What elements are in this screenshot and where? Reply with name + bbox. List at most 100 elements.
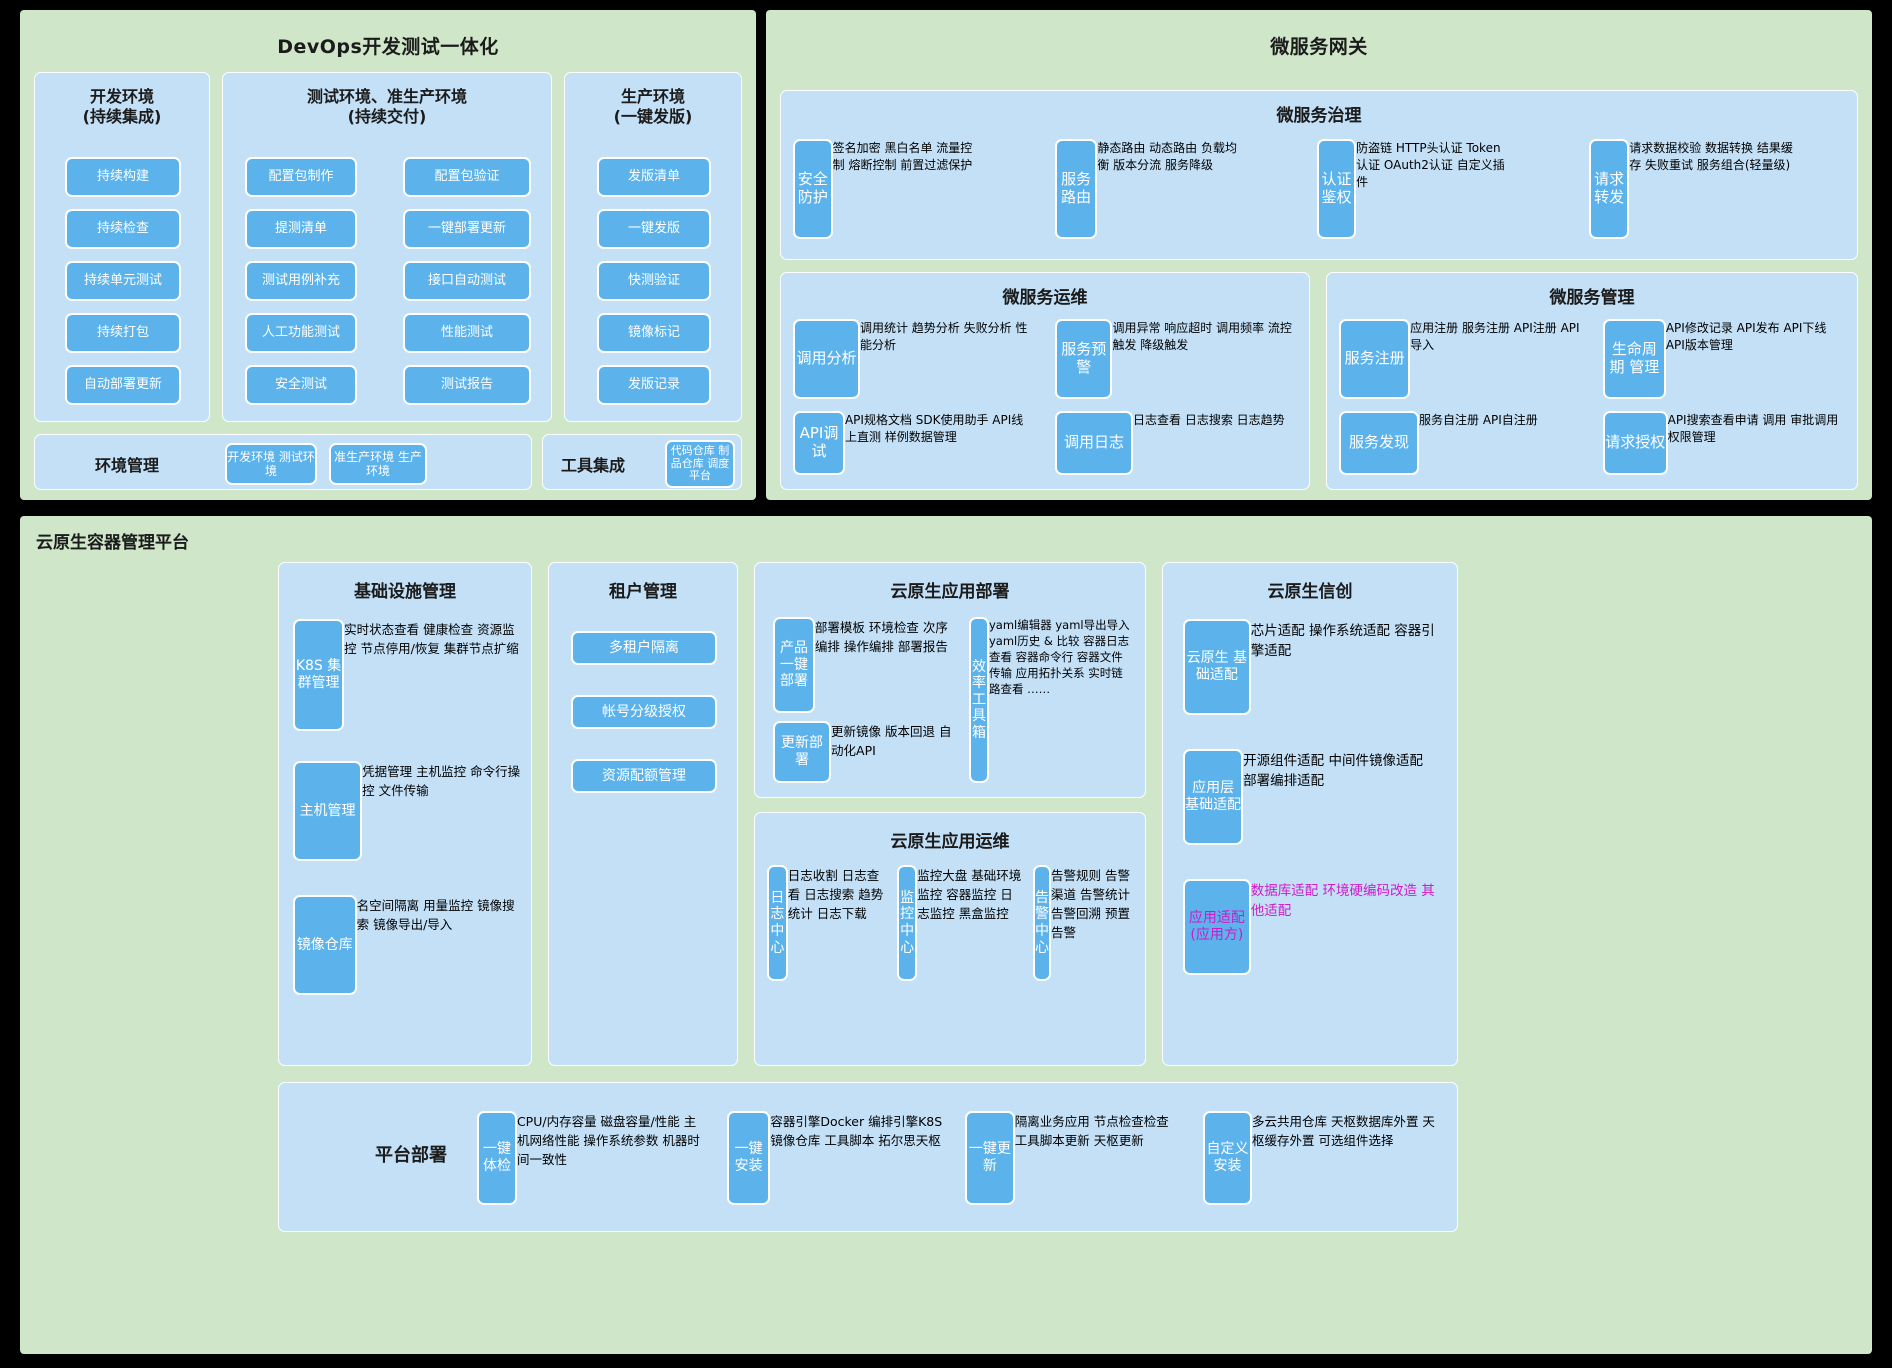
ops-pair-log-center: 日志 中心 日志收割 日志查看 日志搜索 趋势统计 日志下载 <box>767 865 889 981</box>
tenant-title: 租户管理 <box>609 582 677 602</box>
xinchuang-pair-app-layer: 应用层 基础适配 开源组件适配 中间件镜像适配 部署编排适配 <box>1183 749 1439 845</box>
chip-app-layer-base-adaptation[interactable]: 应用层 基础适配 <box>1183 749 1244 845</box>
chip-image-tag[interactable]: 镜像标记 <box>597 313 711 353</box>
chip-k8s-cluster-management[interactable]: K8S 集群管理 <box>293 619 345 731</box>
chip-host-management[interactable]: 主机管理 <box>293 761 363 861</box>
platform-pair-one-click-update: 一键更新 隔离业务应用 节点检查检查 工具脚本更新 天枢更新 <box>965 1111 1183 1205</box>
detail-custom-install: 多云共用仓库 天枢数据库外置 天枢缓存外置 可选组件选择 <box>1251 1114 1435 1148</box>
chip-image-registry[interactable]: 镜像仓库 <box>293 895 357 995</box>
environment-management-box: 环境管理 开发环境 测试环境 准生产环境 生产环境 <box>34 434 532 490</box>
detail-app-adaptation: 数据库适配 环境硬编码改造 其他适配 <box>1250 883 1435 919</box>
chip-log-center[interactable]: 日志 中心 <box>767 865 788 981</box>
platform-pair-one-click-check: 一键体检 CPU/内存容量 磁盘容量/性能 主机网络性能 操作系统参数 机器时间… <box>477 1111 707 1205</box>
chip-dev-test-env[interactable]: 开发环境 测试环境 <box>225 443 317 485</box>
chip-code-artifact-repo[interactable]: 代码仓库 制品仓库 调度平台 <box>665 440 735 488</box>
chip-config-package-build[interactable]: 配置包制作 <box>245 157 357 197</box>
detail-service-register: 应用注册 服务注册 API注册 API导入 <box>1410 321 1580 352</box>
chip-continuous-unit-test[interactable]: 持续单元测试 <box>65 261 181 301</box>
chip-custom-install[interactable]: 自定义 安装 <box>1203 1111 1252 1205</box>
chip-one-click-release[interactable]: 一键发版 <box>597 209 711 249</box>
detail-authentication: 防盗链 HTTP头认证 Token认证 OAuth2认证 自定义插件 <box>1356 141 1505 189</box>
detail-efficiency-toolbox: yaml编辑器 yaml导出导入 yaml历史 & 比较 容器日志查看 容器命令… <box>988 618 1130 696</box>
chip-one-click-check[interactable]: 一键体检 <box>477 1111 517 1205</box>
chip-security-test[interactable]: 安全测试 <box>245 365 357 405</box>
chip-service-alert[interactable]: 服务预警 <box>1055 319 1113 399</box>
manage-pair-service-discovery: 服务发现 服务自注册 API自注册 <box>1339 411 1581 475</box>
devops-panel-title: DevOps开发测试一体化 <box>277 36 499 58</box>
chip-manual-function-test[interactable]: 人工功能测试 <box>245 313 357 353</box>
chip-call-analysis[interactable]: 调用分析 <box>793 319 860 399</box>
chip-lifecycle-management[interactable]: 生命周期 管理 <box>1603 319 1666 399</box>
xinchuang-pair-base: 云原生 基础适配 芯片适配 操作系统适配 容器引擎适配 <box>1183 619 1439 715</box>
chip-config-package-verify[interactable]: 配置包验证 <box>403 157 531 197</box>
chip-test-report[interactable]: 测试报告 <box>403 365 531 405</box>
governance-title: 微服务治理 <box>1276 106 1362 126</box>
chip-test-case-supplement[interactable]: 测试用例补充 <box>245 261 357 301</box>
chip-call-log[interactable]: 调用日志 <box>1055 411 1133 475</box>
microservice-gateway-panel: 微服务网关 微服务治理 安全防护 签名加密 黑白名单 流量控制 熔断控制 前置过… <box>766 10 1872 500</box>
app-deploy-title: 云原生应用部署 <box>890 582 1010 602</box>
chip-authentication[interactable]: 认证鉴权 <box>1317 139 1357 239</box>
chip-monitor-center[interactable]: 监控 中心 <box>897 865 918 981</box>
xinchuang-pair-app-adaptation: 应用适配 (应用方) 数据库适配 环境硬编码改造 其他适配 <box>1183 879 1439 975</box>
chip-request-forward[interactable]: 请求转发 <box>1589 139 1630 239</box>
tool-integration-label: 工具集成 <box>561 456 626 475</box>
microservice-ops-box: 微服务运维 调用分析 调用统计 趋势分析 失败分析 性能分析 服务预警 调用异常… <box>780 272 1310 490</box>
chip-api-debug[interactable]: API调试 <box>793 411 845 475</box>
manage-title: 微服务管理 <box>1549 288 1635 308</box>
dev-environment-column: 开发环境 (持续集成) 持续构建 持续检查 持续单元测试 持续打包 自动部署更新 <box>34 72 210 422</box>
chip-efficiency-toolbox[interactable]: 效率 工具箱 <box>969 617 989 783</box>
chip-resource-quota-management[interactable]: 资源配额管理 <box>571 759 717 793</box>
chip-release-list[interactable]: 发版清单 <box>597 157 711 197</box>
chip-service-routing[interactable]: 服务路由 <box>1055 139 1098 239</box>
detail-cloud-native-base-adaptation: 芯片适配 操作系统适配 容器引擎适配 <box>1250 623 1435 659</box>
chip-account-tiered-authorization[interactable]: 帐号分级授权 <box>571 695 717 729</box>
chip-service-register[interactable]: 服务注册 <box>1339 319 1411 399</box>
infra-pair-k8s: K8S 集群管理 实时状态查看 健康检查 资源监控 节点停用/恢复 集群节点扩缩 <box>293 619 521 731</box>
chip-continuous-package[interactable]: 持续打包 <box>65 313 181 353</box>
platform-deploy-title: 平台部署 <box>375 1145 447 1166</box>
chip-multi-tenant-isolation[interactable]: 多租户隔离 <box>571 631 717 665</box>
chip-one-click-install[interactable]: 一键安装 <box>727 1111 771 1205</box>
chip-performance-test[interactable]: 性能测试 <box>403 313 531 353</box>
cloud-native-xinchuang-box: 云原生信创 云原生 基础适配 芯片适配 操作系统适配 容器引擎适配 应用层 基础… <box>1162 562 1458 1066</box>
ops-pair-alert-center: 告警 中心 告警规则 告警渠道 告警统计 告警回溯 预置告警 <box>1033 865 1137 981</box>
detail-k8s-cluster-management: 实时状态查看 健康检查 资源监控 节点停用/恢复 集群节点扩缩 <box>344 622 519 656</box>
detail-one-click-check: CPU/内存容量 磁盘容量/性能 主机网络性能 操作系统参数 机器时间一致性 <box>516 1114 700 1167</box>
chip-api-auto-test[interactable]: 接口自动测试 <box>403 261 531 301</box>
chip-product-one-click-deploy[interactable]: 产品 一键部署 <box>773 617 815 713</box>
infra-pair-registry: 镜像仓库 名空间隔离 用量监控 镜像搜索 镜像导出/导入 <box>293 895 521 995</box>
chip-continuous-check[interactable]: 持续检查 <box>65 209 181 249</box>
chip-one-click-update[interactable]: 一键更新 <box>965 1111 1015 1205</box>
chip-continuous-build[interactable]: 持续构建 <box>65 157 181 197</box>
chip-cloud-native-base-adaptation[interactable]: 云原生 基础适配 <box>1183 619 1251 715</box>
production-environment-heading: 生产环境 (一键发版) <box>613 87 693 127</box>
chip-service-discovery[interactable]: 服务发现 <box>1339 411 1419 475</box>
chip-release-record[interactable]: 发版记录 <box>597 365 711 405</box>
cloud-native-app-ops-box: 云原生应用运维 日志 中心 日志收割 日志查看 日志搜索 趋势统计 日志下载 监… <box>754 812 1146 1066</box>
chip-preprod-prod-env[interactable]: 准生产环境 生产环境 <box>329 443 427 485</box>
tool-integration-box: 工具集成 代码仓库 制品仓库 调度平台 <box>542 434 742 490</box>
platform-pair-one-click-install: 一键安装 容器引擎Docker 编排引擎K8S 镜像仓库 工具脚本 拓尔思天枢 <box>727 1111 945 1205</box>
detail-image-registry: 名空间隔离 用量监控 镜像搜索 镜像导出/导入 <box>356 898 515 932</box>
chip-one-click-deploy-update[interactable]: 一键部署更新 <box>403 209 531 249</box>
chip-update-deploy[interactable]: 更新部署 <box>773 721 832 783</box>
governance-pair-routing: 服务路由 静态路由 动态路由 负载均衡 版本分流 服务降级 <box>1055 139 1237 239</box>
gateway-panel-title: 微服务网关 <box>1270 36 1368 58</box>
chip-request-authorize[interactable]: 请求授权 <box>1603 411 1668 475</box>
governance-pair-auth: 认证鉴权 防盗链 HTTP头认证 Token认证 OAuth2认证 自定义插件 <box>1317 139 1509 239</box>
detail-request-forward: 请求数据校验 数据转换 结果缓存 失败重试 服务组合(轻量级) <box>1629 141 1793 172</box>
chip-auto-deploy-update[interactable]: 自动部署更新 <box>65 365 181 405</box>
chip-test-submission-list[interactable]: 提测清单 <box>245 209 357 249</box>
chip-security-protection[interactable]: 安全防护 <box>793 139 833 239</box>
detail-api-debug: API规格文档 SDK使用助手 API线上直测 样例数据管理 <box>844 413 1024 444</box>
chip-alert-center[interactable]: 告警 中心 <box>1033 865 1051 981</box>
ops-title: 微服务运维 <box>1002 288 1088 308</box>
governance-pair-forward: 请求转发 请求数据校验 数据转换 结果缓存 失败重试 服务组合(轻量级) <box>1589 139 1797 239</box>
chip-app-adaptation[interactable]: 应用适配 (应用方) <box>1183 879 1251 975</box>
ops-pair-api-debug: API调试 API规格文档 SDK使用助手 API线上直测 样例数据管理 <box>793 411 1033 475</box>
manage-pair-lifecycle: 生命周期 管理 API修改记录 API发布 API下线 API版本管理 <box>1603 319 1845 399</box>
chip-quick-verify[interactable]: 快测验证 <box>597 261 711 301</box>
infra-title: 基础设施管理 <box>354 582 456 602</box>
production-environment-column: 生产环境 (一键发版) 发版清单 一键发版 快测验证 镜像标记 发版记录 <box>564 72 742 422</box>
